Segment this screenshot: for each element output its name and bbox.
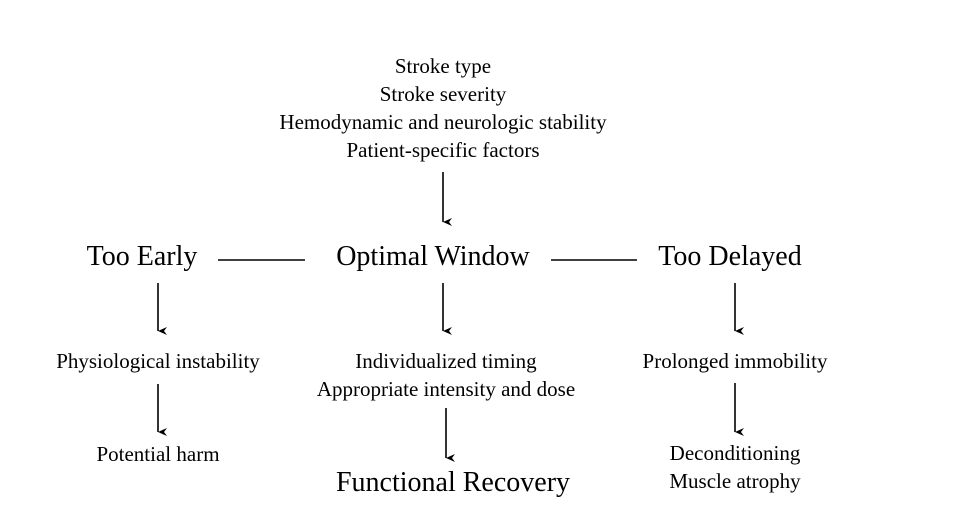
prolonged-immobility-node: Prolonged immobility: [642, 349, 828, 373]
optimal-window-node: Optimal Window: [336, 241, 530, 272]
too-early-node: Too Early: [86, 241, 198, 272]
factor-stroke-type: Stroke type: [394, 54, 492, 78]
too-delayed-node: Too Delayed: [658, 241, 802, 272]
muscle-atrophy-text: Muscle atrophy: [669, 469, 801, 493]
optimal-effects-node: Individualized timing Appropriate intens…: [286, 347, 606, 403]
factor-stroke-severity: Stroke severity: [379, 82, 507, 106]
potential-harm-node: Potential harm: [96, 442, 220, 466]
physiological-instability-node: Physiological instability: [56, 349, 260, 373]
individualized-timing-text: Individualized timing: [355, 349, 537, 373]
deconditioning-text: Deconditioning: [669, 441, 801, 465]
factor-stability: Hemodynamic and neurologic stability: [279, 110, 607, 134]
functional-recovery-node: Functional Recovery: [335, 467, 571, 498]
factor-patient-specific: Patient-specific factors: [346, 138, 540, 162]
appropriate-intensity-text: Appropriate intensity and dose: [316, 377, 576, 401]
delayed-outcomes-node: Deconditioning Muscle atrophy: [640, 439, 830, 495]
factors-list: Stroke type Stroke severity Hemodynamic …: [243, 52, 643, 164]
